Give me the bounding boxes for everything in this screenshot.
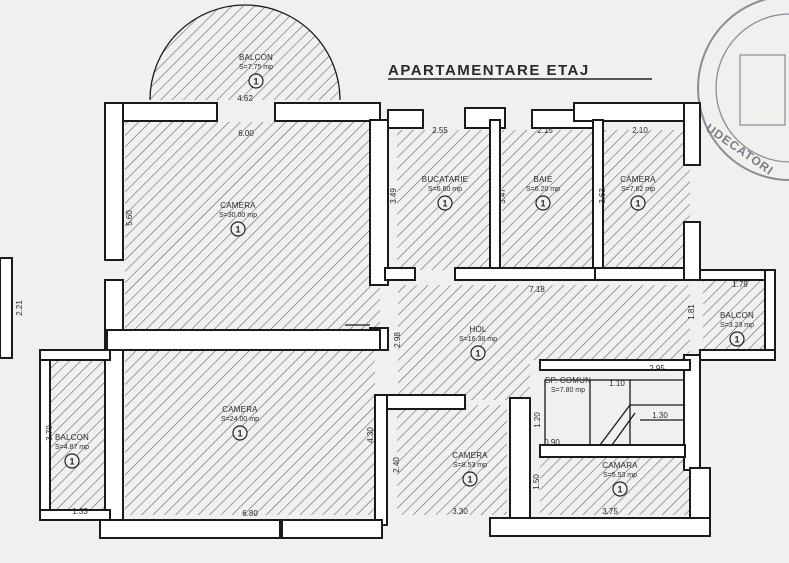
room-number: 1 [617,485,622,495]
room-number: 1 [635,199,640,209]
stamp-text: UDECATORI [703,121,776,178]
dimension-label: 3.70 [45,425,54,441]
room-label: CAMERA S=24.00 mp 1 [221,405,259,441]
dimension-label: 1.20 [533,412,542,428]
room-area: S=5.53 mp [603,472,637,479]
room-label: BALCON S=7.75 mp 1 [239,53,273,89]
dimension-label: 2.15 [537,126,553,135]
room-area: S=7.62 mp [621,186,655,193]
dimension-label: 1.50 [532,474,541,490]
room-name: CAMERA [620,175,656,184]
dimension-label: 3.30 [452,507,468,516]
room-number-circle [630,195,646,211]
plan-title: APARTAMENTARE ETAJ [388,62,590,79]
dimension-label: 1.30 [652,411,668,420]
room-area: S=7.80 mp [551,387,585,394]
dimension-label: 2.21 [15,300,24,316]
room-number: 1 [467,475,472,485]
room-label: HOL S=16.38 mp 1 [459,325,497,361]
dimension-label: 5.60 [125,210,134,226]
room-number: 1 [734,335,739,345]
room-number-circle [248,73,264,89]
room-number: 1 [253,77,258,87]
dimension-label: 2.95 [649,364,665,373]
room-number: 1 [237,429,242,439]
seal-stamp: UDECATORI [697,0,789,181]
room-label: SP. COMUN S=7.80 mp [545,376,591,394]
dimension-label: 3.47 [498,188,507,204]
dimension-label: 3.75 [602,507,618,516]
room-name: CAMERA [452,451,488,460]
room-area: S=16.38 mp [459,336,497,343]
dimension-label: 4.62 [237,94,253,103]
room-label: CAMERA S=30.00 mp 1 [219,201,257,237]
room-name: CAMERA [220,201,256,210]
room-number-circle [232,425,248,441]
room-name: CAMARA [602,461,638,470]
room-number-circle [230,221,246,237]
room-number-circle [470,345,486,361]
room-label: BALCON S=4.87 mp 1 [55,433,89,469]
dimension-labels: 4.62 6.00 2.55 2.15 2.10 5.60 3.49 3.47 3.63 7.18… [15,94,748,518]
dimension-label: 3.63 [598,188,607,204]
room-area: S=6.60 mp [428,186,462,193]
room-number-circle [64,453,80,469]
dimension-label: 6.00 [238,129,254,138]
dimension-label: 2.55 [432,126,448,135]
dimension-label: 2.10 [632,126,648,135]
room-number: 1 [69,457,74,467]
room-area: S=8.53 mp [453,462,487,469]
room-area: S=3.23 mp [720,322,754,329]
dimension-label: 1.33 [72,507,88,516]
room-area: S=30.00 mp [219,212,257,219]
room-number: 1 [475,349,480,359]
room-number: 1 [235,225,240,235]
room-fills [45,5,773,515]
dimension-label: 0.90 [544,438,560,447]
walls [0,102,776,539]
room-name: CAMERA [222,405,258,414]
room-area: S=4.87 mp [55,444,89,451]
room-label: CAMERA S=7.62 mp 1 [620,175,656,211]
room-label: BUCATARIE S=6.60 mp 1 [422,175,468,211]
dimension-label: 3.49 [389,188,398,204]
room-label: CAMERA S=8.53 mp 1 [452,451,488,487]
dimension-label: 7.18 [529,285,545,294]
room-name: BALCON [55,433,89,442]
room-area: S=6.20 mp [526,186,560,193]
room-name: BALCON [720,311,754,320]
room-area: S=7.75 mp [239,64,273,71]
room-label: BALCON S=3.23 mp 1 [720,311,754,347]
dimension-label: 2.98 [393,332,402,348]
room-label: BAIE S=6.20 mp 1 [526,175,560,211]
stair-detail [149,4,685,446]
room-name: HOL [469,325,486,334]
room-number-circle [437,195,453,211]
room-number: 1 [442,199,447,209]
dimension-label: 2.40 [392,457,401,473]
room-number: 1 [540,199,545,209]
dimension-label: 1.79 [732,280,748,289]
room-label: CAMARA S=5.53 mp 1 [602,461,638,497]
dimension-label: 1.10 [609,379,625,388]
room-area: S=24.00 mp [221,416,259,423]
room-name: BUCATARIE [422,175,468,184]
room-number-circle [612,481,628,497]
room-name: BALCON [239,53,273,62]
dimension-label: 4.30 [366,427,375,443]
dimension-label: 1.81 [687,304,696,320]
room-number-circle [729,331,745,347]
room-number-circle [462,471,478,487]
room-number-circle [535,195,551,211]
room-name: BAIE [533,175,552,184]
dimension-label: 6.80 [242,509,258,518]
room-name: SP. COMUN [545,376,591,385]
